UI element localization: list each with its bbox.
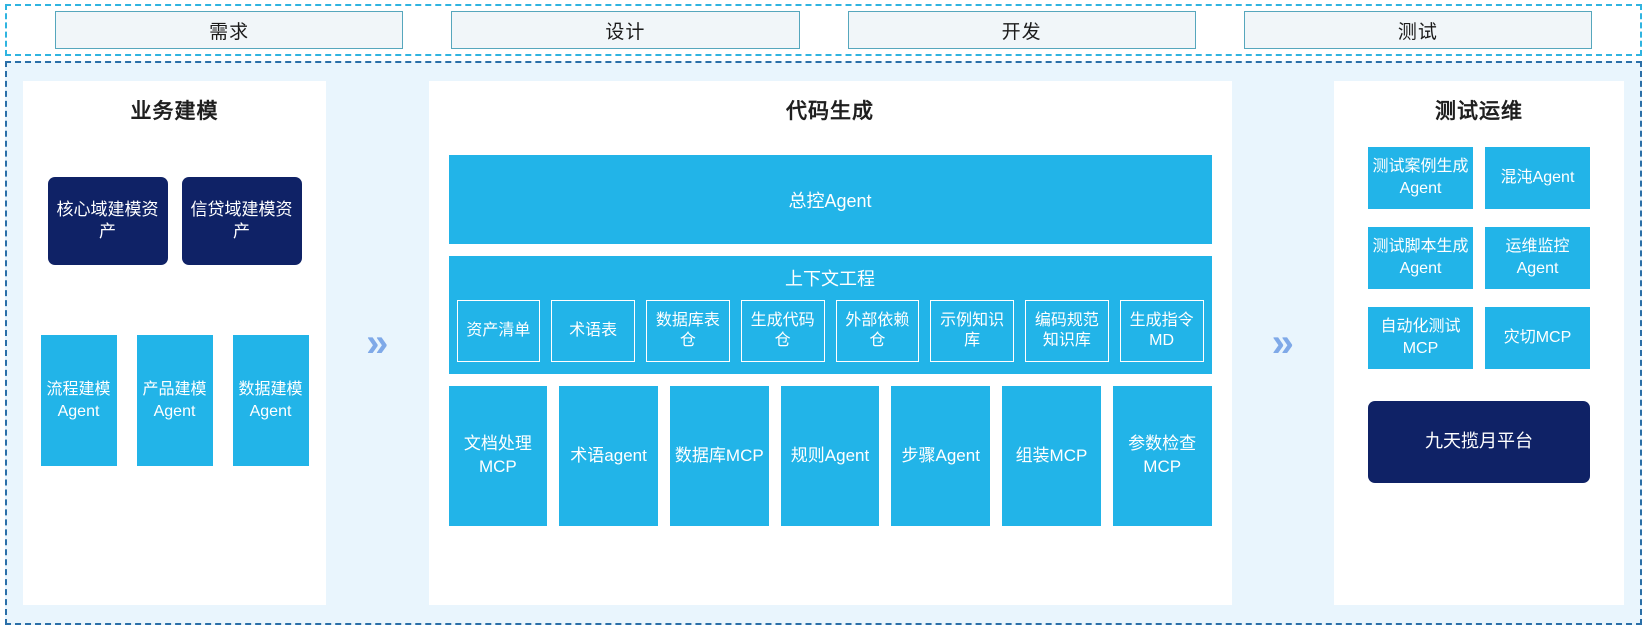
card-product-modeling-agent[interactable]: 产品建模Agent: [136, 335, 213, 466]
card-test-script-generation-agent[interactable]: 测试脚本生成Agent: [1368, 227, 1473, 289]
panel-title-business-modeling: 业务建模: [130, 100, 219, 123]
card-credit-domain-asset[interactable]: 信贷域建模资产: [181, 177, 302, 265]
card-automated-testing-mcp[interactable]: 自动化测试MCP: [1368, 307, 1473, 369]
panel-testing-operations: 测试运维 测试案例生成Agent 混沌Agent 测试脚本生成Agent 运维监…: [1334, 81, 1624, 605]
code-generation-tools-group: 文档处理MCP 术语agent 数据库MCP 规则Agent 步骤Agent 组…: [448, 386, 1212, 526]
context-item-glossary[interactable]: 术语表: [551, 300, 635, 362]
panel-business-modeling: 业务建模 核心域建模资产 信贷域建模资产 流程建模Agent 产品建模Agent…: [23, 81, 326, 605]
context-items-group: 资产清单 术语表 数据库表仓 生成代码仓 外部依赖仓 示例知识库 编码规范知识库…: [456, 300, 1204, 362]
phase-box-requirements[interactable]: 需求: [55, 11, 404, 49]
card-core-domain-asset[interactable]: 核心域建模资产: [47, 177, 168, 265]
chevron-right-icon-2: »: [1271, 321, 1294, 365]
card-database-mcp[interactable]: 数据库MCP: [669, 386, 769, 526]
context-item-generation-instruction-md[interactable]: 生成指令MD: [1119, 300, 1204, 362]
context-item-generated-code-repo[interactable]: 生成代码仓: [740, 300, 825, 362]
card-document-processing-mcp[interactable]: 文档处理MCP: [448, 386, 548, 526]
context-item-asset-list[interactable]: 资产清单: [456, 300, 541, 362]
business-assets-group: 核心域建模资产 信贷域建模资产: [39, 177, 310, 265]
platform-group: 九天揽月平台: [1354, 401, 1604, 483]
card-assembly-mcp[interactable]: 组装MCP: [1002, 386, 1101, 526]
context-item-external-dependency-repo[interactable]: 外部依赖仓: [835, 300, 920, 362]
card-terminology-agent[interactable]: 术语agent: [559, 386, 658, 526]
card-chaos-agent[interactable]: 混沌Agent: [1485, 147, 1590, 209]
main-region: 业务建模 核心域建模资产 信贷域建模资产 流程建模Agent 产品建模Agent…: [5, 61, 1642, 625]
card-data-modeling-agent[interactable]: 数据建模Agent: [232, 335, 309, 466]
card-process-modeling-agent[interactable]: 流程建模Agent: [40, 335, 117, 466]
card-step-agent[interactable]: 步骤Agent: [891, 386, 991, 526]
context-engineering-title: 上下文工程: [785, 269, 875, 289]
phase-box-testing[interactable]: 测试: [1243, 11, 1592, 49]
card-disaster-recovery-mcp[interactable]: 灾切MCP: [1485, 307, 1590, 369]
testing-operations-cards-group: 测试案例生成Agent 混沌Agent 测试脚本生成Agent 运维监控Agen…: [1368, 147, 1590, 369]
card-test-case-generation-agent[interactable]: 测试案例生成Agent: [1368, 147, 1473, 209]
card-parameter-check-mcp[interactable]: 参数检查MCP: [1112, 386, 1212, 526]
card-rule-agent[interactable]: 规则Agent: [780, 386, 880, 526]
context-item-example-knowledge-base[interactable]: 示例知识库: [930, 300, 1014, 362]
phase-box-development[interactable]: 开发: [847, 11, 1196, 49]
phase-box-design[interactable]: 设计: [451, 11, 800, 49]
card-jiutian-lanyue-platform[interactable]: 九天揽月平台: [1368, 401, 1590, 483]
card-operations-monitoring-agent[interactable]: 运维监控Agent: [1485, 227, 1590, 289]
business-agents-group: 流程建模Agent 产品建模Agent 数据建模Agent: [39, 335, 310, 466]
context-engineering-block: 上下文工程 资产清单 术语表 数据库表仓 生成代码仓 外部依赖仓 示例知识库 编…: [448, 256, 1212, 374]
context-item-db-table-repo[interactable]: 数据库表仓: [646, 300, 730, 362]
chevron-right-icon-1: »: [366, 321, 389, 365]
panel-title-testing-operations: 测试运维: [1435, 100, 1523, 123]
panel-title-code-generation: 代码生成: [786, 100, 874, 123]
panel-code-generation: 代码生成 总控Agent 上下文工程 资产清单 术语表 数据库表仓 生成代码仓 …: [428, 81, 1232, 605]
card-master-agent[interactable]: 总控Agent: [448, 155, 1212, 244]
phase-bar: 需求 设计 开发 测试: [5, 4, 1642, 56]
context-item-coding-standard-knowledge-base[interactable]: 编码规范知识库: [1025, 300, 1109, 362]
